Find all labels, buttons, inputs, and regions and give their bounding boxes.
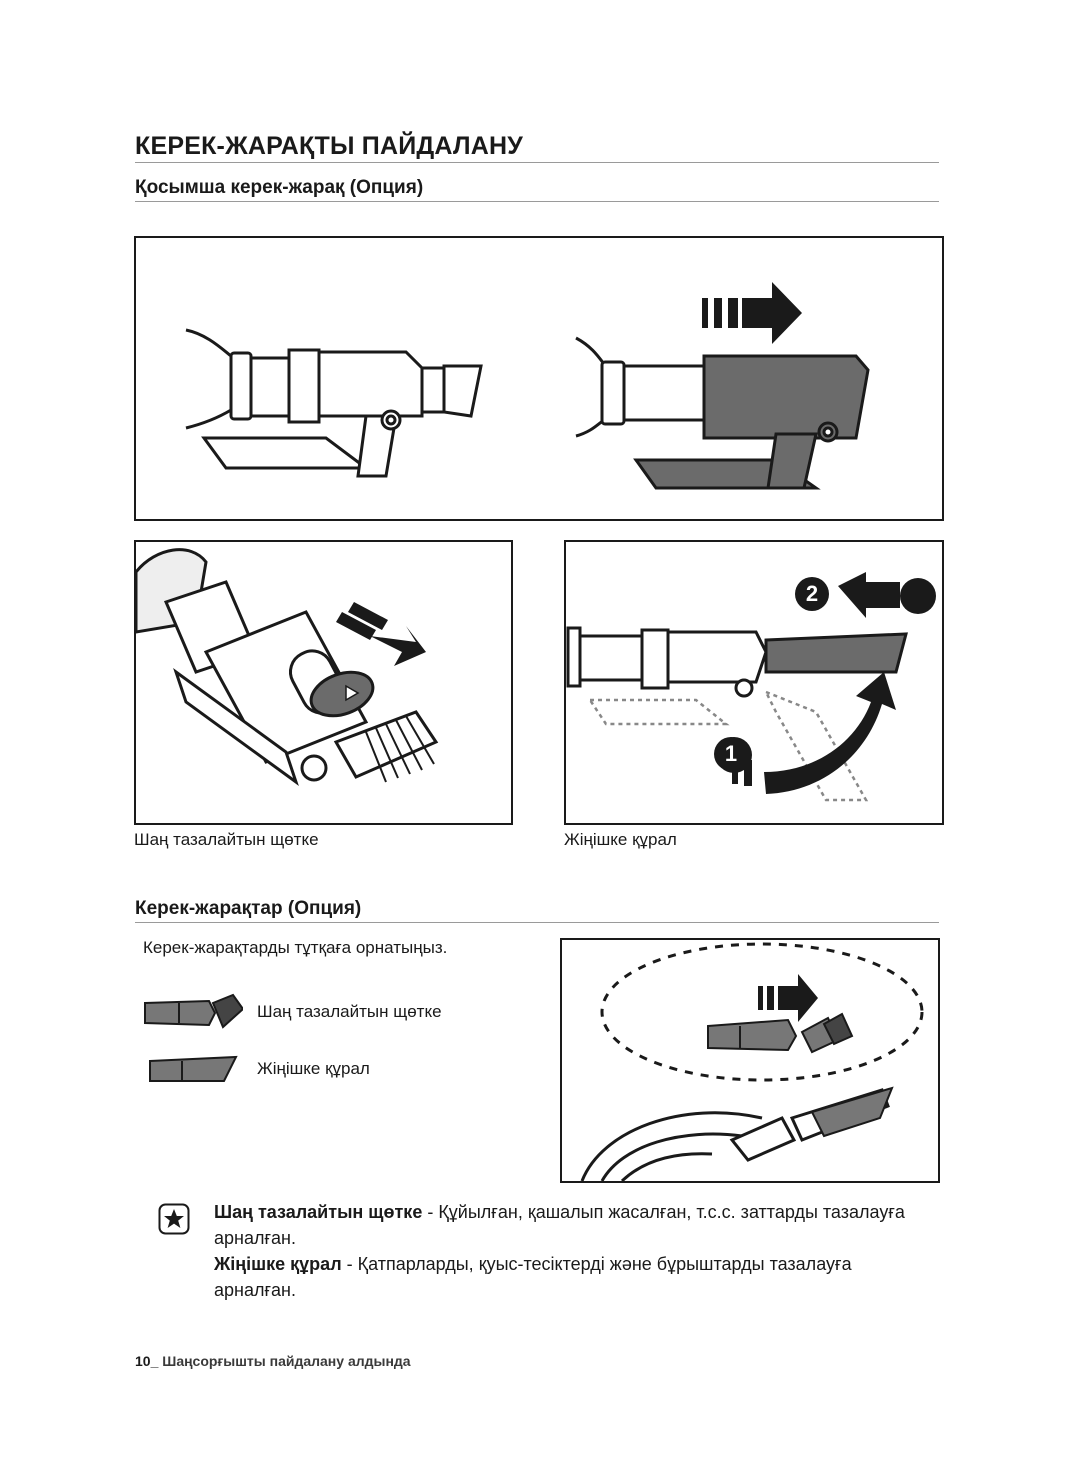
dusting-brush-icon bbox=[143, 993, 245, 1033]
crevice-tool-illustration bbox=[564, 540, 944, 825]
note-term-dusting-brush: Шаң тазалайтын щөтке bbox=[214, 1202, 423, 1222]
attach-accessory-illustration bbox=[134, 236, 944, 521]
dusting-brush-caption: Шаң тазалайтын щөтке bbox=[134, 830, 319, 849]
note-term-crevice-tool: Жіңішке құрал bbox=[214, 1254, 342, 1274]
section1-divider bbox=[135, 201, 939, 202]
star-icon bbox=[158, 1203, 190, 1235]
page-footer: 10_ Шаңсорғышты пайдалану алдында bbox=[135, 1353, 411, 1369]
note-item-crevice-tool: Жіңішке құрал - Қатпарларды, қуыс-тесікт… bbox=[214, 1251, 934, 1303]
section1-heading: Қосымша керек-жарақ (Опция) bbox=[135, 177, 424, 198]
step-badge-2-overlay: 2 bbox=[795, 577, 829, 611]
page-title: КЕРЕК-ЖАРАҚТЫ ПАЙДАЛАНУ bbox=[135, 132, 523, 160]
note-item-dusting-brush: Шаң тазалайтын щөтке - Құйылған, қашалып… bbox=[214, 1199, 934, 1251]
title-divider bbox=[135, 162, 939, 163]
page-number: 10_ bbox=[135, 1353, 159, 1369]
step-badge-1-overlay: 1 bbox=[714, 737, 748, 771]
dusting-brush-label: Шаң тазалайтын щөтке bbox=[257, 1002, 442, 1021]
section2-heading: Керек-жарақтар (Опция) bbox=[135, 898, 362, 919]
section2-instruction: Керек-жарақтарды тұтқаға орнатыңыз. bbox=[143, 938, 448, 957]
crevice-tool-label: Жіңішке құрал bbox=[257, 1059, 370, 1078]
dusting-brush-illustration bbox=[134, 540, 513, 825]
footer-text: Шаңсорғышты пайдалану алдында bbox=[162, 1353, 411, 1369]
crevice-tool-caption: Жіңішке құрал bbox=[564, 830, 677, 849]
note-desc-crevice-tool: - Қатпарларды, қуыс-тесіктерді және бұры… bbox=[214, 1254, 852, 1300]
accessory-storage-illustration bbox=[560, 938, 940, 1183]
note-desc-dusting-brush: - Құйылған, қашалып жасалған, т.с.с. зат… bbox=[214, 1202, 905, 1248]
crevice-tool-icon bbox=[148, 1055, 238, 1085]
note-text: Шаң тазалайтын щөтке - Құйылған, қашалып… bbox=[214, 1199, 934, 1303]
section2-divider bbox=[135, 922, 939, 923]
